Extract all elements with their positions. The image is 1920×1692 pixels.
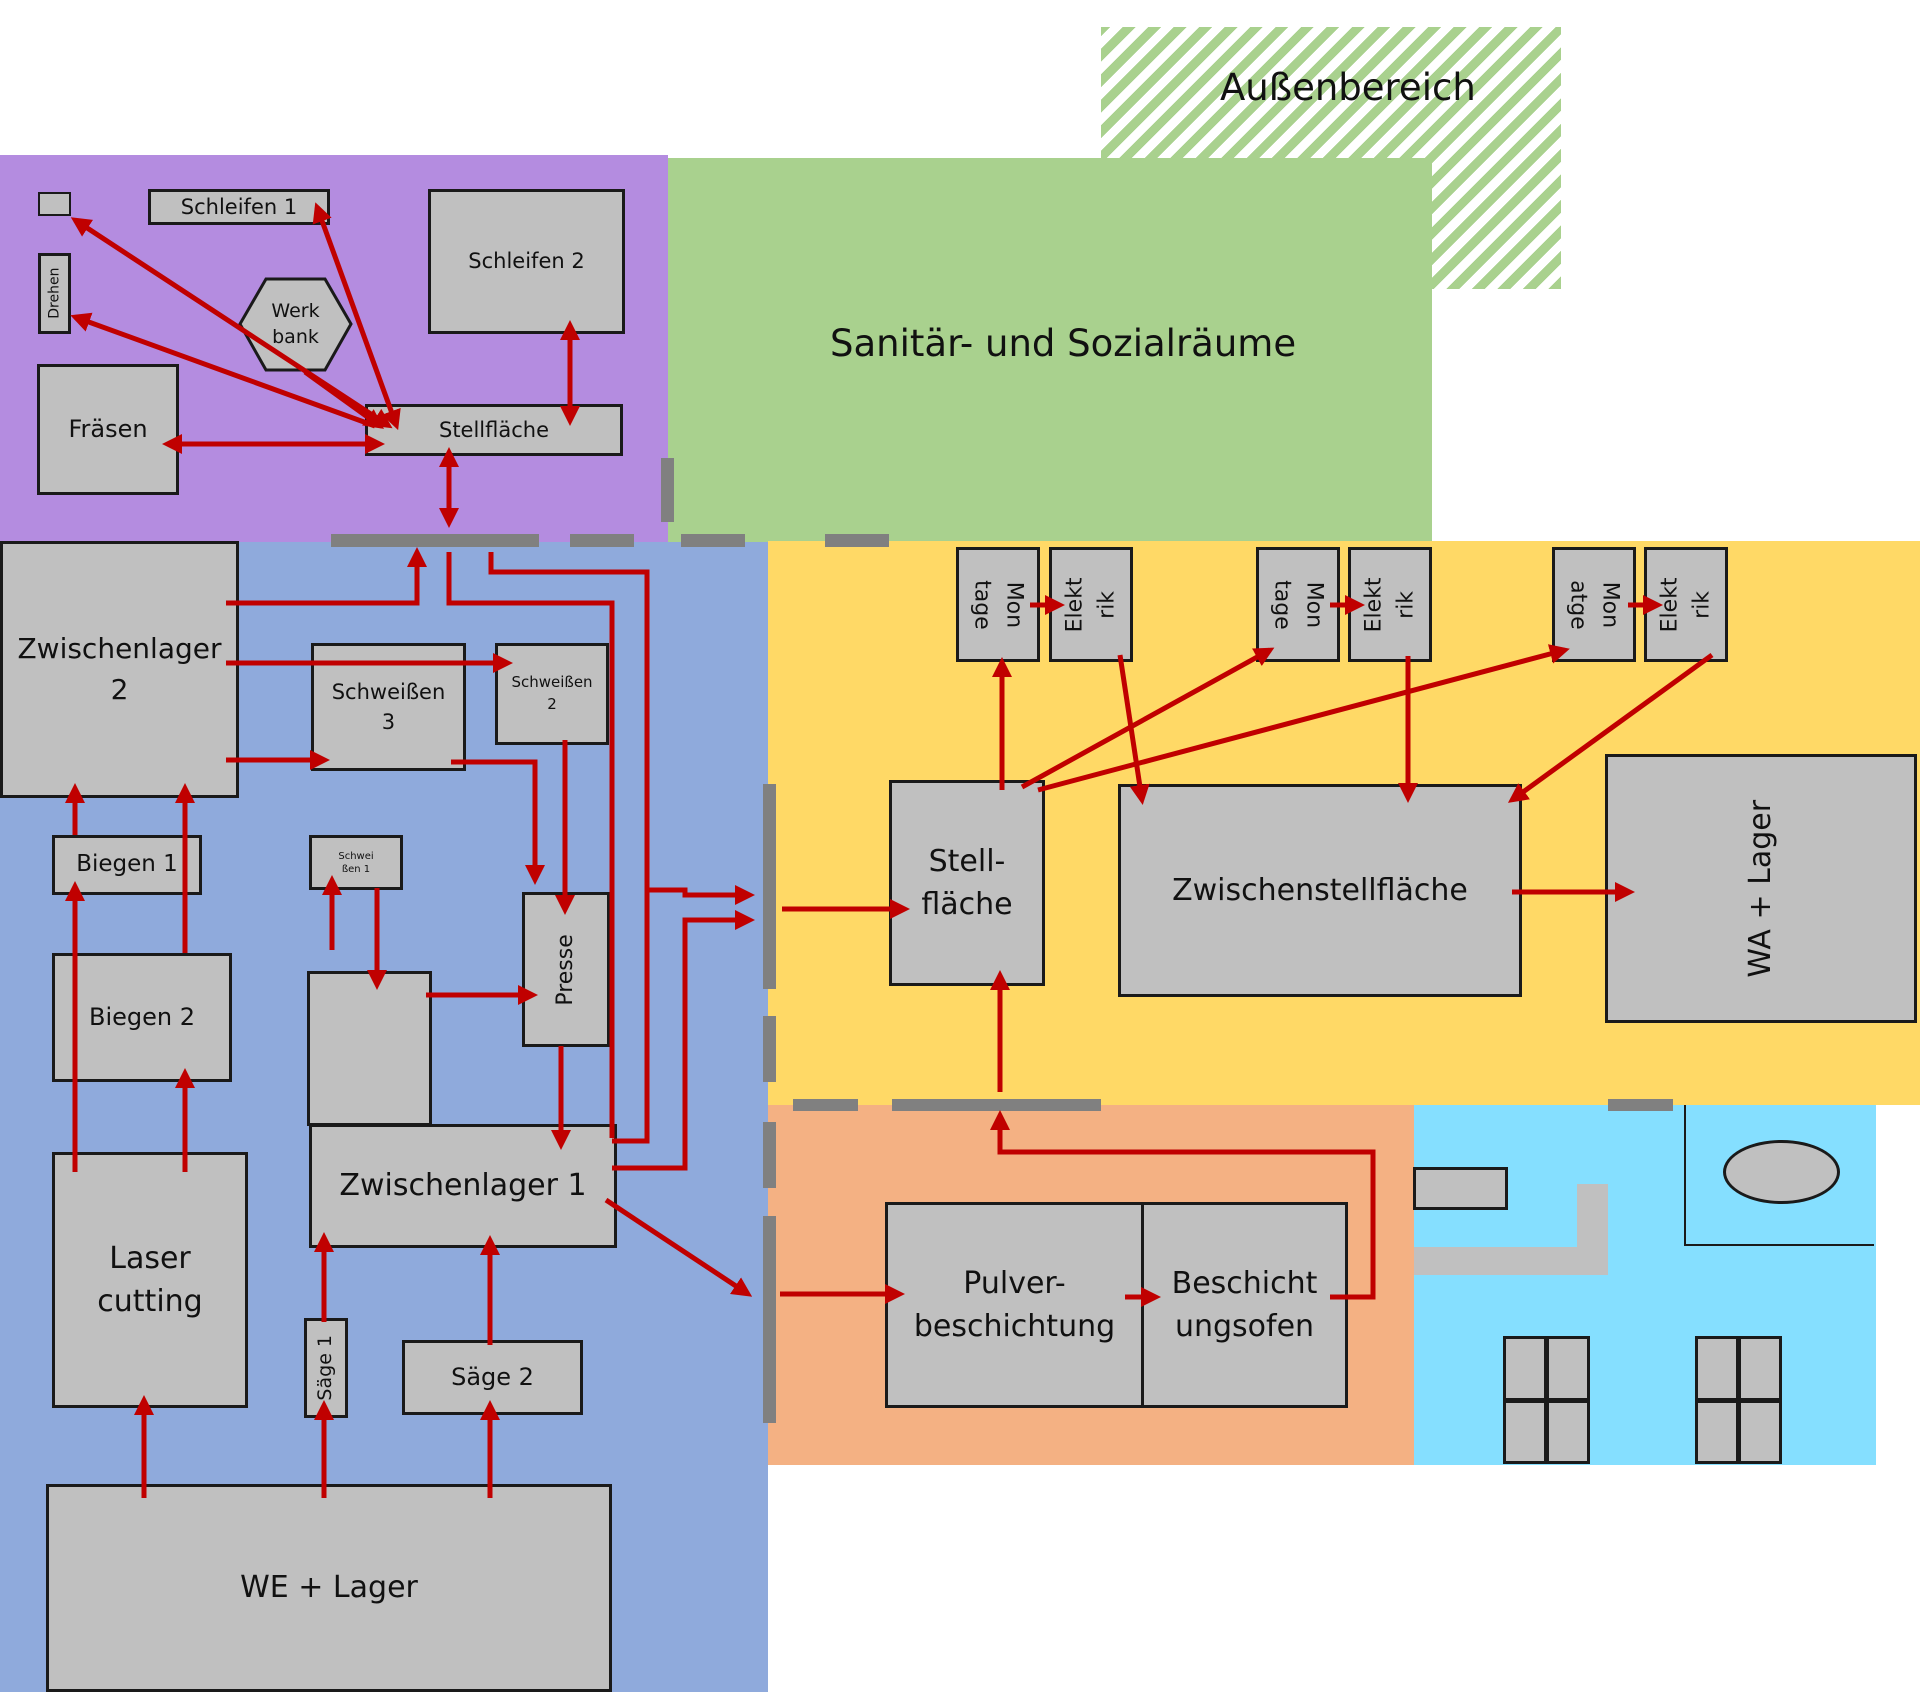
door: [793, 1099, 858, 1111]
zwischenlager2-box: Zwischenlager 2: [0, 541, 239, 798]
small-storage-box: [38, 192, 71, 216]
stellflaeche-top-box: Stellfläche: [365, 404, 623, 456]
door: [763, 1016, 776, 1082]
shower-divider: [1684, 1105, 1686, 1246]
shower-divider-bottom: [1684, 1244, 1874, 1246]
flow-arrow: [1020, 647, 1275, 790]
zwischenstellflaeche-box: Zwischenstellfläche: [1118, 784, 1522, 997]
flow-arrow: [647, 885, 755, 905]
door: [331, 534, 539, 547]
flow-arrow: [451, 759, 545, 885]
flow-arrow: [1507, 652, 1714, 803]
door: [1608, 1099, 1673, 1111]
locker-door: [1741, 1339, 1779, 1398]
locker-cabinet: [1695, 1336, 1782, 1464]
schleifen2-box: Schleifen 2: [428, 189, 625, 334]
wall-horizontal: [1414, 1247, 1608, 1275]
flow-arrow: [303, 369, 385, 429]
biegen2-box: Biegen 2: [52, 953, 232, 1082]
sanitary-label: Sanitär- und Sozialräume: [830, 322, 1297, 365]
montage2-box: Mon tage: [1256, 547, 1340, 662]
locker-door: [1506, 1402, 1544, 1461]
locker-door: [1549, 1339, 1587, 1398]
laser-cutting-box: Laser cutting: [52, 1152, 248, 1408]
flow-arrow: [446, 552, 615, 1138]
flow-arrow: [1037, 644, 1570, 793]
flow-arrow: [488, 552, 650, 1144]
locker-door: [1698, 1339, 1736, 1398]
toilet-bowl: [1723, 1140, 1840, 1204]
flow-arrow: [612, 910, 755, 1171]
door: [763, 1122, 776, 1188]
beschichtungsofen-box: Beschicht ungsofen: [1141, 1202, 1348, 1408]
stellflaeche-right-box: Stell- fläche: [889, 780, 1045, 986]
locker-door: [1506, 1339, 1544, 1398]
unnamed-machine-box: [307, 971, 432, 1126]
schweissen2-box: Schweißen 2: [495, 643, 609, 745]
montage3-box: Mon atge: [1552, 547, 1636, 662]
outdoor-label: Außenbereich: [1220, 66, 1476, 109]
flow-arrow: [312, 202, 401, 431]
flow-arrow: [990, 1110, 1376, 1300]
locker-cabinet: [1503, 1336, 1590, 1464]
flow-arrow: [70, 312, 376, 429]
locker-door: [1698, 1402, 1736, 1461]
locker-door: [1741, 1402, 1779, 1461]
montage1-box: Mon tage: [956, 547, 1040, 662]
sanitary-zone: [668, 158, 1432, 542]
door: [681, 534, 745, 547]
door: [763, 1216, 776, 1423]
wall-vertical: [1577, 1184, 1608, 1275]
locker-door: [1549, 1402, 1587, 1461]
door: [892, 1099, 1101, 1111]
door: [570, 534, 634, 547]
flow-arrow: [604, 1197, 753, 1297]
door: [763, 784, 776, 989]
pulverbeschichtung-box: Pulver- beschichtung: [885, 1202, 1144, 1408]
door: [825, 534, 889, 547]
flow-arrow: [226, 547, 427, 606]
wa-lager-box: WA + Lager: [1605, 754, 1917, 1023]
door: [661, 458, 674, 522]
we-lager-box: WE + Lager: [46, 1484, 612, 1692]
sink-counter: [1413, 1167, 1508, 1210]
drehen-box: Drehen: [38, 253, 71, 334]
